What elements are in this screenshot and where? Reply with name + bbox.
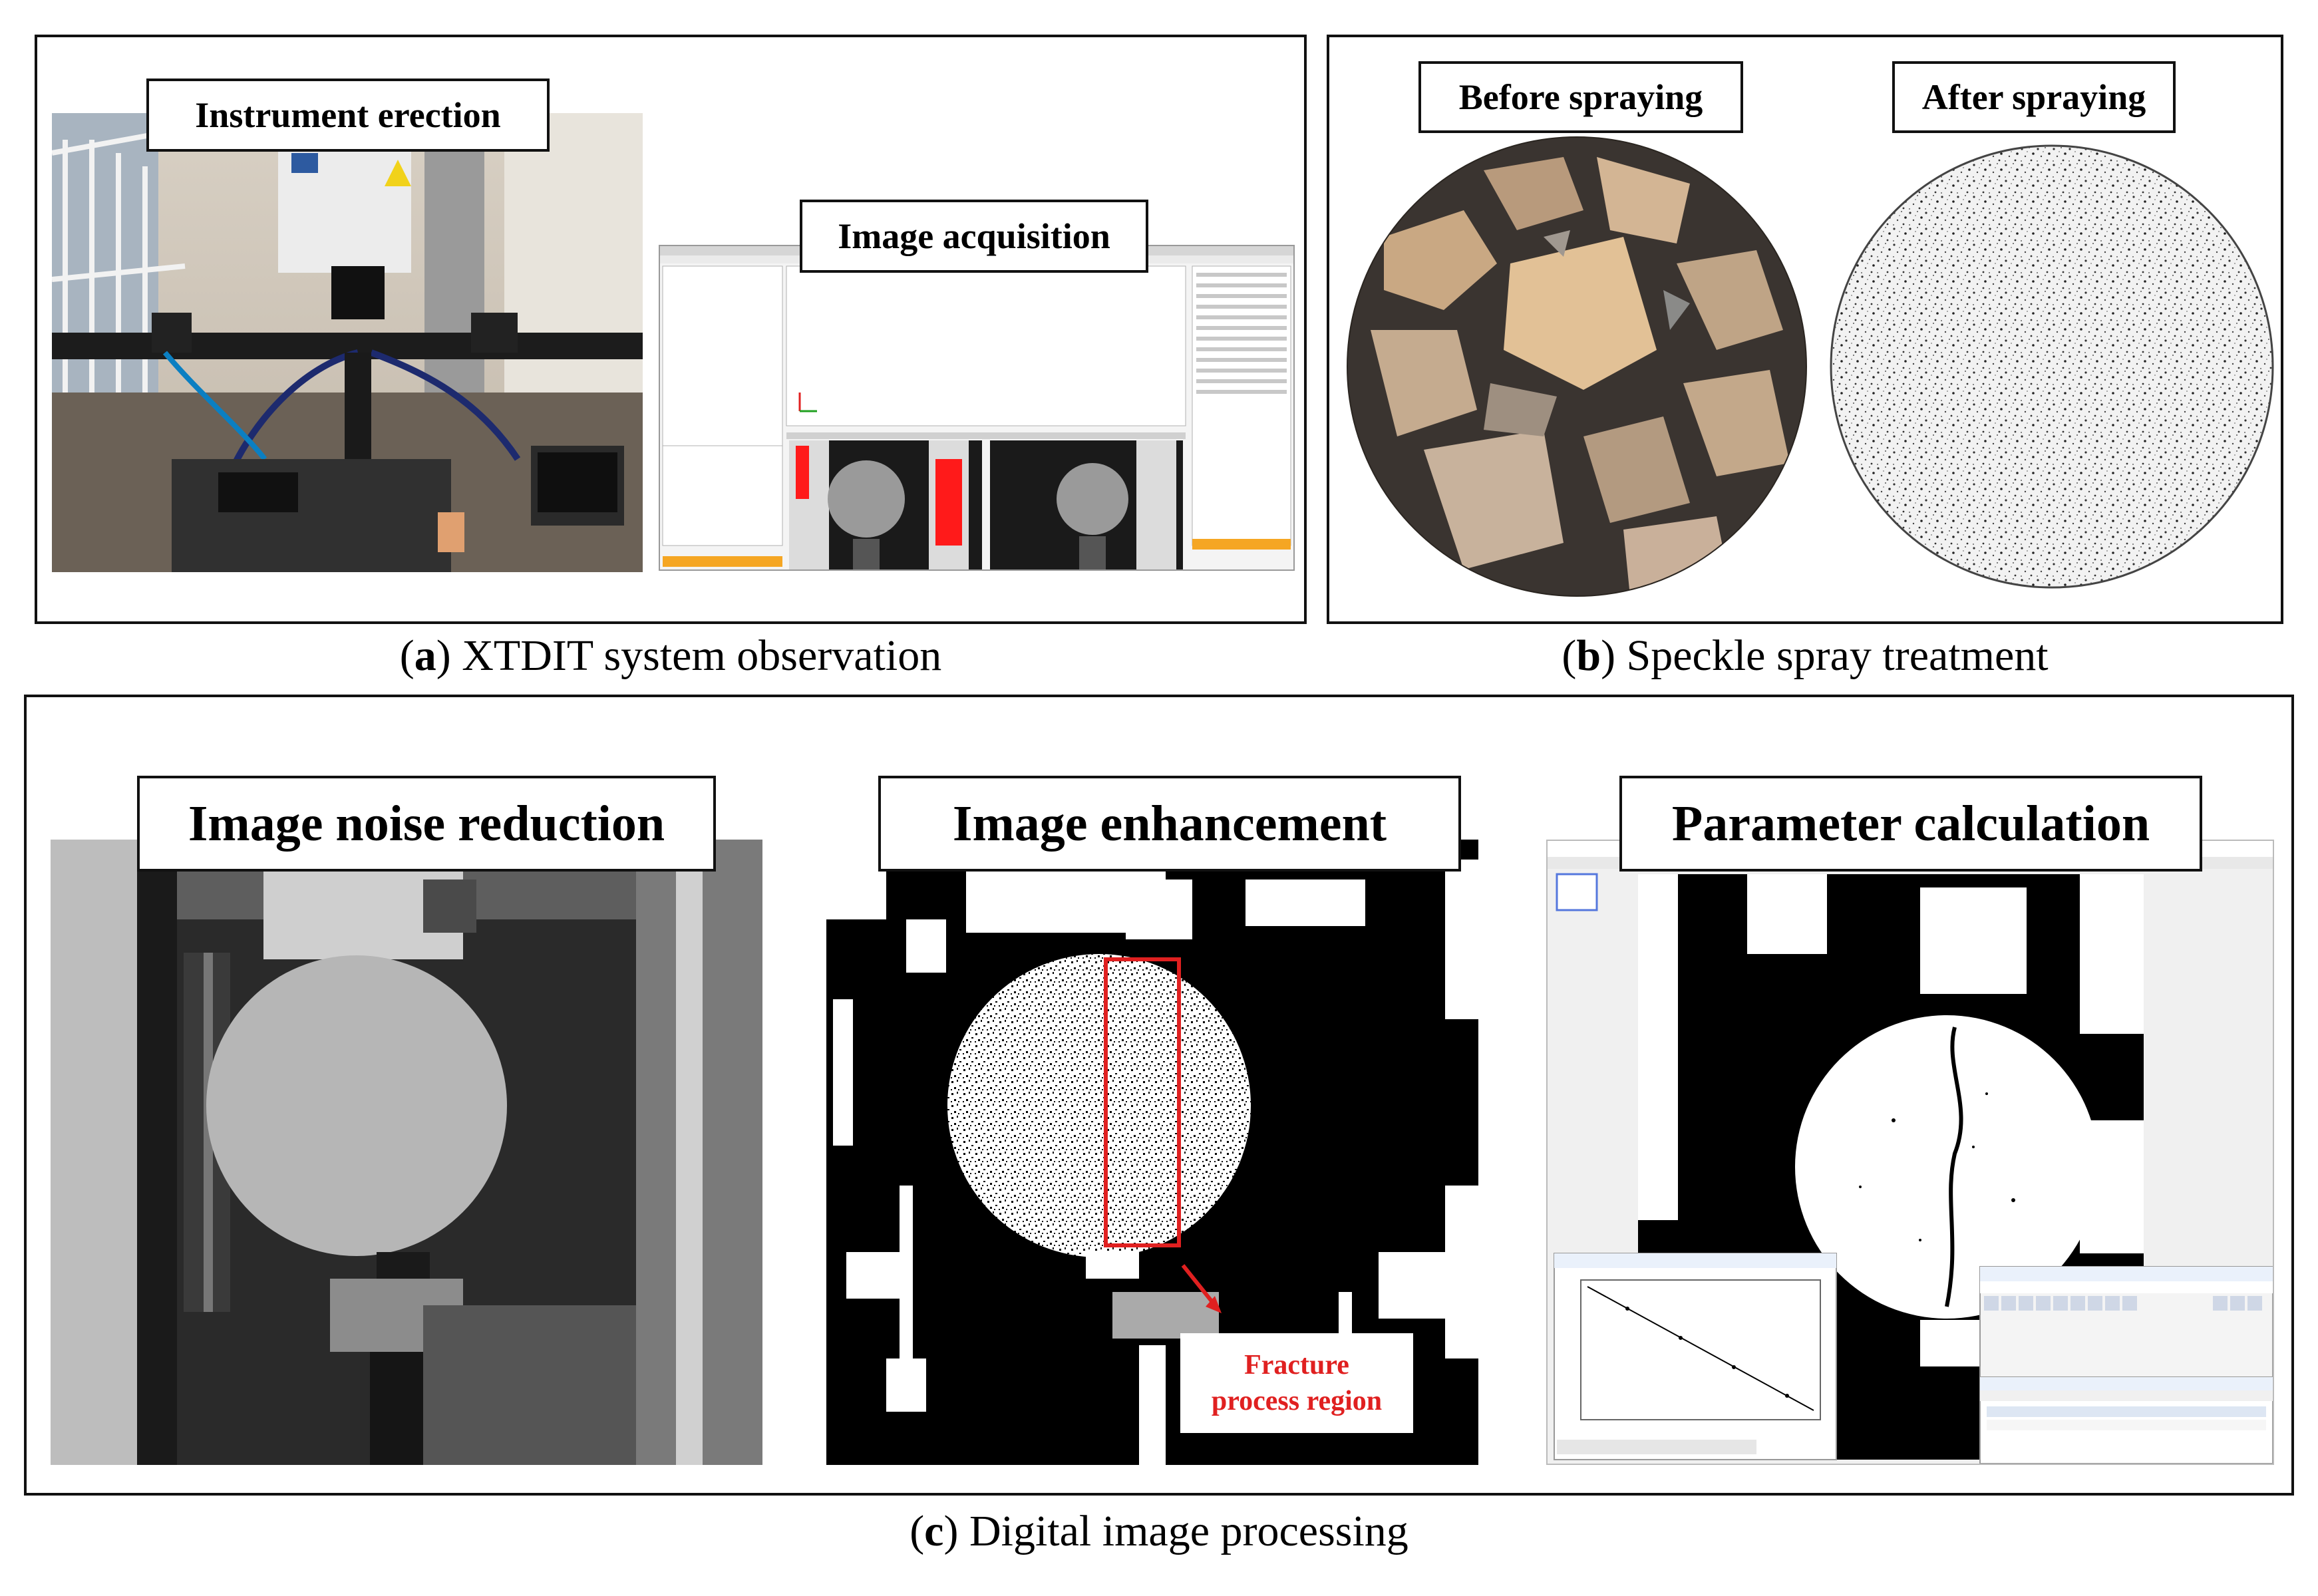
image-acquisition-label: Image acquisition — [800, 200, 1148, 273]
parameter-calculation-label: Parameter calculation — [1619, 776, 2202, 872]
specimen-after-spraying — [1828, 130, 2275, 603]
parameter-calculation-image — [1546, 840, 2274, 1465]
before-spraying-label: Before spraying — [1418, 61, 1743, 133]
caption-a-letter: a — [414, 631, 436, 680]
noise-reduction-image — [51, 840, 762, 1465]
enhancement-image — [806, 840, 1514, 1465]
instrument-photo — [52, 113, 643, 572]
acquisition-screenshot — [659, 245, 1295, 571]
caption-c: (c) Digital image processing — [910, 1507, 1408, 1555]
enhancement-label: Image enhancement — [878, 776, 1461, 872]
after-spraying-label: After spraying — [1892, 61, 2176, 133]
caption-b-text: Speckle spray treatment — [1626, 631, 2049, 680]
caption-c-text: Digital image processing — [969, 1507, 1408, 1555]
caption-c-letter: c — [924, 1507, 944, 1555]
specimen-before-spraying — [1344, 130, 1810, 603]
noise-reduction-label: Image noise reduction — [137, 776, 716, 872]
fracture-label-line1: Fracture — [1244, 1350, 1349, 1380]
instrument-erection-label: Instrument erection — [146, 79, 550, 152]
caption-a: (a) XTDIT system observation — [399, 631, 942, 680]
caption-a-text: XTDIT system observation — [462, 631, 942, 680]
fracture-label-line2: process region — [1211, 1386, 1383, 1416]
fracture-region-label: Fracture process region — [1180, 1333, 1413, 1433]
caption-b-letter: b — [1576, 631, 1601, 680]
caption-b: (b) Speckle spray treatment — [1562, 631, 2049, 680]
